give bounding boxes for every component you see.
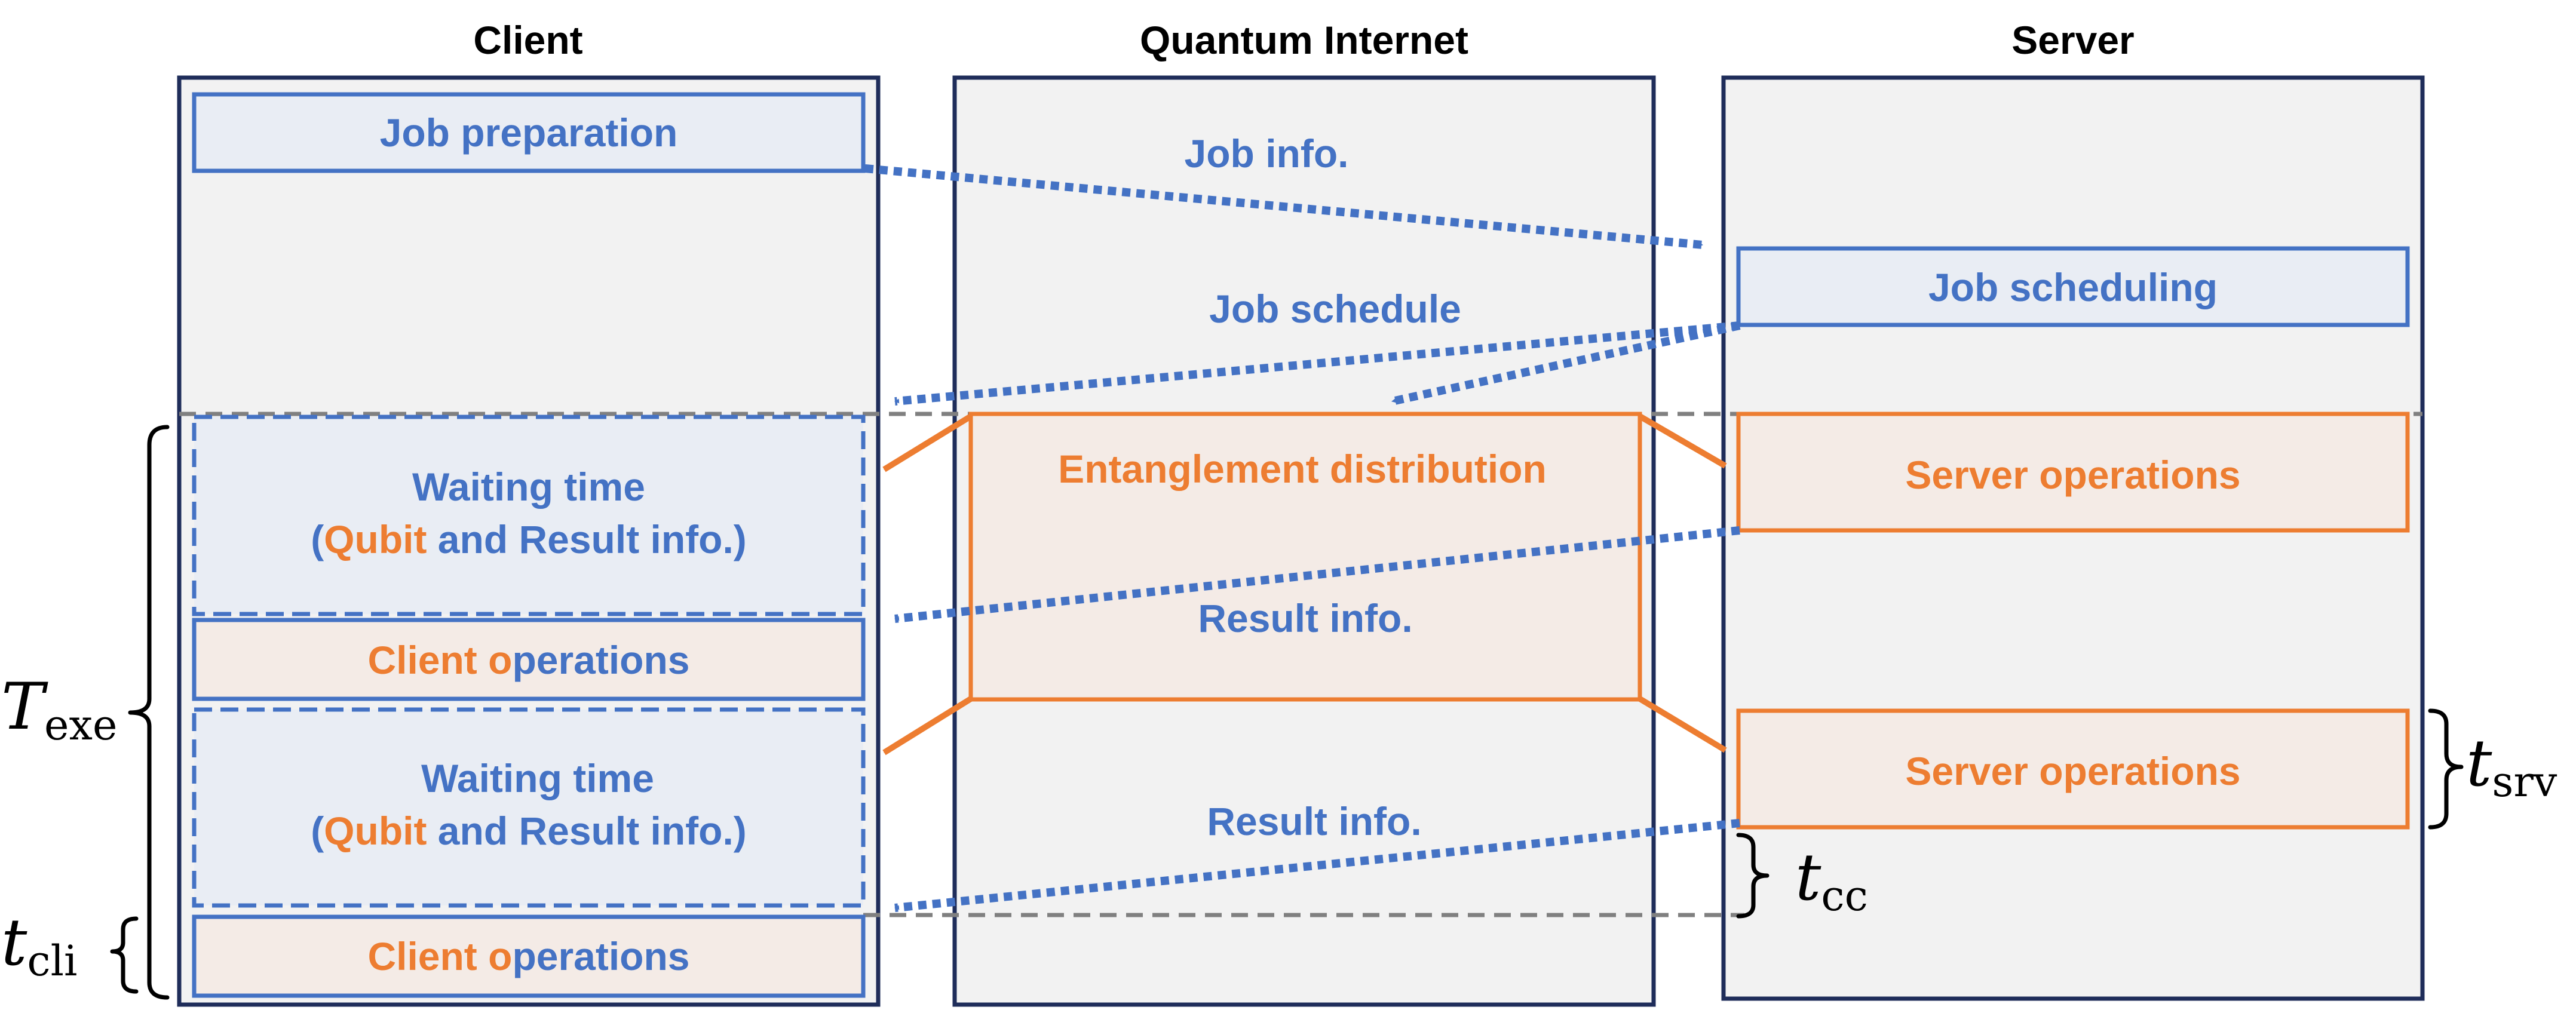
- job-preparation-box: [192, 92, 866, 173]
- qubit-to-server-arrow-2: [1638, 696, 1727, 753]
- t-srv-label: tsrv: [2466, 726, 2557, 806]
- server-column: [1721, 75, 2425, 1001]
- t-exe-brace: [128, 425, 170, 1000]
- client-header: Client: [473, 18, 582, 62]
- server-operations-label-2: Server operations: [1905, 749, 2240, 793]
- entanglement-distribution-label: Entanglement distribution: [1058, 447, 1547, 491]
- server-operations-label-1: Server operations: [1905, 453, 2240, 497]
- waiting-time-detail-2: (Qubit and Result info.): [311, 809, 747, 853]
- result-info-label-1: Result info.: [1198, 596, 1412, 640]
- job-scheduling-box: [1736, 246, 2410, 327]
- t-exe-label: Texe: [1, 670, 117, 750]
- job-preparation-label: Job preparation: [380, 110, 678, 155]
- result-info-arrow-1: [894, 526, 1740, 623]
- quantum-internet-header: Quantum Internet: [1140, 18, 1468, 62]
- client-operations-box-2: [192, 914, 866, 998]
- client-operations-label-1: Client operations: [367, 638, 689, 682]
- job-schedule-to-network-arrow: [1391, 321, 1741, 406]
- qubit-to-server-arrow-1: [1638, 413, 1727, 469]
- waiting-time-label-2: Waiting time: [421, 756, 654, 800]
- client-operations-label-2: Client operations: [367, 934, 689, 978]
- waiting-time-label-1: Waiting time: [412, 465, 645, 509]
- entanglement-distribution-box: [968, 412, 1642, 702]
- t-cc-brace: [1736, 833, 1770, 919]
- result-info-label-2: Result info.: [1207, 799, 1421, 843]
- t-cli-label: tcli: [1, 905, 77, 986]
- job-schedule-to-client-arrow: [894, 321, 1740, 406]
- server-operations-box-1: [1736, 412, 2410, 533]
- waiting-time-detail-1: (Qubit and Result info.): [311, 517, 747, 561]
- qubit-to-client-arrow-1: [882, 413, 973, 472]
- result-info-arrow-2: [894, 819, 1740, 912]
- job-schedule-label: Job schedule: [1209, 287, 1461, 331]
- job-info-arrow: [864, 164, 1703, 249]
- job-scheduling-label: Job scheduling: [1928, 265, 2218, 309]
- qubit-to-client-arrow-2: [882, 696, 973, 756]
- waiting-time-box-2: [192, 707, 866, 908]
- t-srv-brace: [2428, 708, 2464, 830]
- server-header: Server: [2011, 18, 2135, 62]
- job-info-label: Job info.: [1185, 131, 1349, 176]
- waiting-time-box-1: [192, 415, 866, 616]
- client-operations-box-1: [192, 618, 866, 701]
- server-operations-box-2: [1736, 708, 2410, 830]
- t-cli-brace: [110, 916, 139, 994]
- t-cc-label: tcc: [1795, 840, 1868, 920]
